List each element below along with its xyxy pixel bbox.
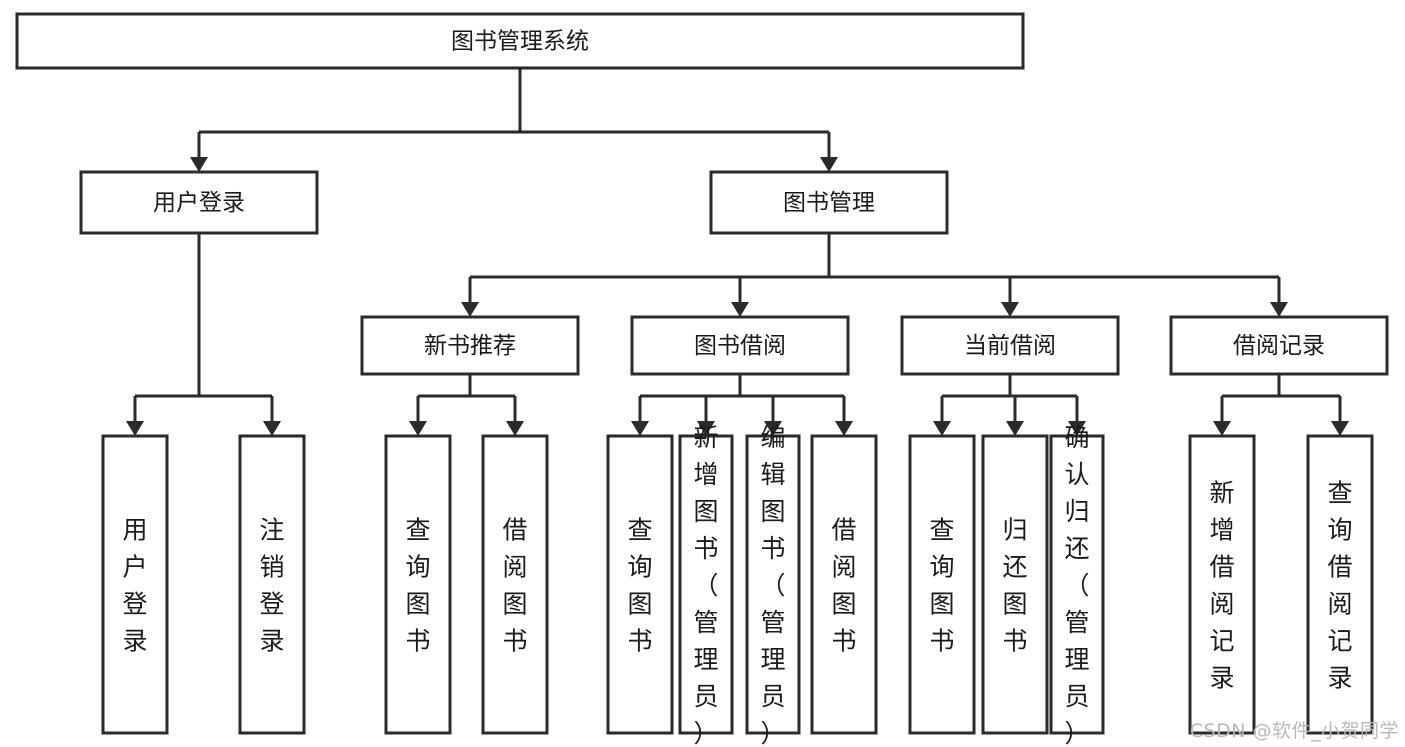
arrow-head-icon-leaf-return-book xyxy=(1006,421,1024,436)
node-label-leaf-borrow-book-2: 借阅图书 xyxy=(831,516,856,656)
node-leaf-add-borrow-record[interactable]: 新增借阅记录 xyxy=(1188,434,1256,735)
node-box-leaf-logout xyxy=(238,434,306,735)
arrow-head-icon-leaf-borrow-book-2 xyxy=(835,421,853,436)
node-leaf-borrow-book-1[interactable]: 借阅图书 xyxy=(481,434,549,735)
node-box-leaf-borrow-book-2 xyxy=(810,434,878,735)
node-root[interactable]: 图书管理系统 xyxy=(15,12,1025,70)
edges-from-root xyxy=(190,68,838,172)
node-box-leaf-query-borrow-record xyxy=(1306,434,1374,735)
edges-from-book-manage xyxy=(461,233,1288,317)
node-borrow-record[interactable]: 借阅记录 xyxy=(1169,315,1389,376)
node-label-book-manage: 图书管理 xyxy=(783,190,875,216)
edges-from-current-borrow xyxy=(933,374,1086,436)
node-box-leaf-query-book-3 xyxy=(908,434,976,735)
arrow-head-icon-leaf-add-borrow-record xyxy=(1213,421,1231,436)
arrow-head-icon-leaf-add-book-admin xyxy=(697,421,715,436)
node-box-borrow-record xyxy=(1169,315,1389,376)
node-label-leaf-add-book-admin: 新增图书（管理员） xyxy=(693,423,718,747)
node-leaf-borrow-book-2[interactable]: 借阅图书 xyxy=(810,434,878,735)
node-label-leaf-query-book-1: 查询图书 xyxy=(405,516,430,656)
edges-from-new-book-rec xyxy=(409,374,524,436)
node-box-leaf-edit-book-admin xyxy=(745,434,801,735)
node-label-current-borrow: 当前借阅 xyxy=(964,333,1056,359)
node-label-book-borrow: 图书借阅 xyxy=(694,333,786,359)
node-layer: 图书管理系统用户登录图书管理新书推荐图书借阅当前借阅借阅记录用户登录注销登录查询… xyxy=(15,12,1389,747)
node-leaf-query-book-2[interactable]: 查询图书 xyxy=(606,434,674,735)
node-box-book-manage xyxy=(709,170,949,235)
node-box-leaf-borrow-book-1 xyxy=(481,434,549,735)
edge-layer xyxy=(126,68,1349,436)
node-user-login[interactable]: 用户登录 xyxy=(79,170,319,235)
node-label-leaf-query-borrow-record: 查询借阅记录 xyxy=(1327,479,1352,693)
arrow-head-icon-leaf-query-book-2 xyxy=(631,421,649,436)
node-box-root xyxy=(15,12,1025,70)
arrow-head-icon-leaf-edit-book-admin xyxy=(764,421,782,436)
node-box-current-borrow xyxy=(900,315,1120,376)
node-box-leaf-confirm-return-admin xyxy=(1049,434,1105,735)
node-current-borrow[interactable]: 当前借阅 xyxy=(900,315,1120,376)
node-box-new-book-rec xyxy=(360,315,580,376)
arrow-head-icon-borrow-record xyxy=(1270,302,1288,317)
arrow-head-icon-leaf-borrow-book-1 xyxy=(506,421,524,436)
node-label-leaf-query-book-3: 查询图书 xyxy=(929,516,954,656)
edges-from-borrow-record xyxy=(1213,374,1349,436)
watermark-text: CSDN @软件_小贺同学 xyxy=(1189,720,1399,742)
node-label-user-login: 用户登录 xyxy=(153,190,245,216)
arrow-head-icon-leaf-user-login xyxy=(126,421,144,436)
node-leaf-add-book-admin[interactable]: 新增图书（管理员） xyxy=(678,423,734,747)
node-leaf-query-book-1[interactable]: 查询图书 xyxy=(384,434,452,735)
node-box-user-login xyxy=(79,170,319,235)
arrow-head-icon-leaf-query-borrow-record xyxy=(1331,421,1349,436)
node-label-leaf-confirm-return-admin: 确认归还（管理员） xyxy=(1064,423,1089,747)
arrow-head-icon-user-login xyxy=(190,157,208,172)
node-box-leaf-query-book-1 xyxy=(384,434,452,735)
node-book-manage[interactable]: 图书管理 xyxy=(709,170,949,235)
arrow-head-icon-book-borrow xyxy=(731,302,749,317)
node-box-leaf-query-book-2 xyxy=(606,434,674,735)
arrow-head-icon-leaf-confirm-return-admin xyxy=(1068,421,1086,436)
arrow-head-icon-leaf-query-book-1 xyxy=(409,421,427,436)
node-label-leaf-query-book-2: 查询图书 xyxy=(627,516,652,656)
node-box-book-borrow xyxy=(630,315,850,376)
node-label-leaf-borrow-book-1: 借阅图书 xyxy=(502,516,527,656)
node-leaf-user-login[interactable]: 用户登录 xyxy=(101,434,169,735)
arrow-head-icon-book-manage xyxy=(820,157,838,172)
node-leaf-confirm-return-admin[interactable]: 确认归还（管理员） xyxy=(1049,423,1105,747)
node-leaf-return-book[interactable]: 归还图书 xyxy=(981,434,1049,735)
node-new-book-rec[interactable]: 新书推荐 xyxy=(360,315,580,376)
arrow-head-icon-leaf-query-book-3 xyxy=(933,421,951,436)
node-label-leaf-return-book: 归还图书 xyxy=(1002,516,1027,656)
node-leaf-logout[interactable]: 注销登录 xyxy=(238,434,306,735)
node-book-borrow[interactable]: 图书借阅 xyxy=(630,315,850,376)
edges-from-user-login xyxy=(126,233,281,436)
arrow-head-icon-current-borrow xyxy=(1001,302,1019,317)
node-box-leaf-user-login xyxy=(101,434,169,735)
edges-from-book-borrow xyxy=(631,374,853,436)
node-label-root: 图书管理系统 xyxy=(451,29,589,55)
node-label-borrow-record: 借阅记录 xyxy=(1233,333,1325,359)
node-leaf-query-borrow-record[interactable]: 查询借阅记录 xyxy=(1306,434,1374,735)
node-label-leaf-user-login: 用户登录 xyxy=(122,516,147,656)
node-label-leaf-edit-book-admin: 编辑图书（管理员） xyxy=(760,423,785,747)
node-box-leaf-return-book xyxy=(981,434,1049,735)
node-label-new-book-rec: 新书推荐 xyxy=(424,333,516,359)
node-box-leaf-add-borrow-record xyxy=(1188,434,1256,735)
arrow-head-icon-leaf-logout xyxy=(263,421,281,436)
node-label-leaf-add-borrow-record: 新增借阅记录 xyxy=(1209,479,1234,693)
arrow-head-icon-new-book-rec xyxy=(461,302,479,317)
node-label-leaf-logout: 注销登录 xyxy=(259,516,284,656)
node-leaf-query-book-3[interactable]: 查询图书 xyxy=(908,434,976,735)
node-box-leaf-add-book-admin xyxy=(678,434,734,735)
node-leaf-edit-book-admin[interactable]: 编辑图书（管理员） xyxy=(745,423,801,747)
